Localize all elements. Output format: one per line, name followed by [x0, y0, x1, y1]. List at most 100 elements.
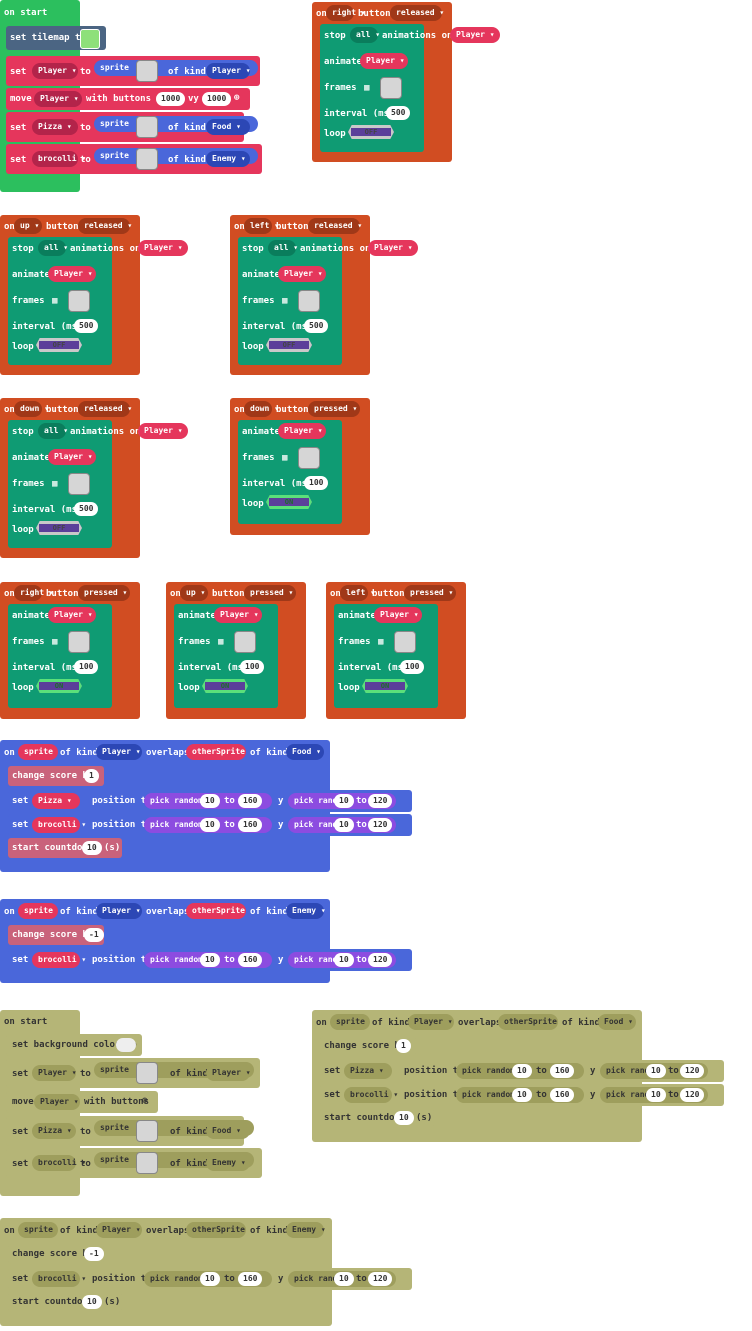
variable-dropdown[interactable]: Pizza ▾ [344, 1063, 392, 1079]
state-dropdown[interactable]: released ▾ [308, 218, 362, 234]
kind-dropdown[interactable]: Player ▾ [206, 1065, 251, 1081]
loop-toggle[interactable]: OFF [36, 338, 82, 352]
max-y[interactable]: 120 [368, 818, 393, 832]
frames-sprite[interactable] [298, 290, 320, 312]
max-y[interactable]: 120 [680, 1064, 705, 1078]
button-dropdown[interactable]: up ▾ [14, 218, 42, 234]
variable-dropdown[interactable]: brocolli ▾ [32, 1271, 86, 1287]
max-y[interactable]: 120 [368, 1272, 393, 1286]
set-background-block[interactable] [6, 1034, 142, 1056]
frames-sprite[interactable] [234, 631, 256, 653]
add-icon[interactable]: ⊕ [234, 93, 240, 103]
frames-sprite[interactable] [68, 631, 90, 653]
all-dropdown[interactable]: all ▾ [350, 27, 380, 43]
state-dropdown[interactable]: released ▾ [78, 218, 132, 234]
variable-dropdown[interactable]: Pizza ▾ [32, 1123, 76, 1139]
all-dropdown[interactable]: all ▾ [38, 423, 68, 439]
other-kind-dropdown[interactable]: Enemy ▾ [286, 903, 326, 919]
player-dropdown[interactable]: Player ▾ [278, 266, 326, 282]
player-dropdown[interactable]: Player ▾ [48, 607, 96, 623]
other-sprite-param[interactable]: otherSprite [186, 1222, 246, 1238]
sprite-image[interactable] [136, 1120, 158, 1142]
interval-value[interactable]: 100 [74, 660, 99, 674]
max-y[interactable]: 120 [680, 1088, 705, 1102]
interval-value[interactable]: 500 [74, 319, 99, 333]
min-x[interactable]: 10 [200, 818, 220, 832]
kind-dropdown[interactable]: Food ▾ [206, 119, 250, 135]
variable-dropdown[interactable]: brocolli ▾ [32, 1155, 86, 1171]
kind-dropdown[interactable]: Player ▾ [408, 1014, 454, 1030]
other-sprite-param[interactable]: otherSprite [186, 903, 246, 919]
sprite-image[interactable] [136, 1062, 158, 1084]
change-score-block[interactable] [8, 766, 104, 786]
frames-sprite[interactable] [380, 77, 402, 99]
other-kind-dropdown[interactable]: Enemy ▾ [286, 1222, 326, 1238]
min-y[interactable]: 10 [646, 1064, 666, 1078]
max-x[interactable]: 160 [238, 818, 263, 832]
player-dropdown[interactable]: Player ▾ [34, 1094, 80, 1110]
sprite-image[interactable] [136, 1152, 158, 1174]
button-dropdown[interactable]: down ▾ [244, 401, 279, 417]
player-dropdown[interactable]: Player ▾ [214, 607, 262, 623]
max-y[interactable]: 120 [368, 953, 393, 967]
player-dropdown[interactable]: Player ▾ [138, 423, 188, 439]
button-dropdown[interactable]: down ▾ [14, 401, 49, 417]
sprite-image[interactable] [136, 148, 158, 170]
min-x[interactable]: 10 [512, 1064, 532, 1078]
variable-dropdown[interactable]: Pizza ▾ [32, 793, 80, 809]
other-kind-dropdown[interactable]: Food ▾ [598, 1014, 636, 1030]
variable-dropdown[interactable]: brocolli ▾ [32, 817, 86, 833]
frames-sprite[interactable] [68, 473, 90, 495]
frames-sprite[interactable] [298, 447, 320, 469]
interval-value[interactable]: 500 [386, 106, 411, 120]
change-score-block[interactable] [320, 1036, 416, 1056]
player-dropdown[interactable]: Player ▾ [374, 607, 422, 623]
min-x[interactable]: 10 [200, 953, 220, 967]
other-sprite-param[interactable]: otherSprite [498, 1014, 558, 1030]
state-dropdown[interactable]: pressed ▾ [404, 585, 456, 601]
min-y[interactable]: 10 [334, 953, 354, 967]
vx-value[interactable]: 1000 [156, 92, 186, 106]
max-x[interactable]: 160 [550, 1088, 575, 1102]
other-sprite-param[interactable]: otherSprite [186, 744, 246, 760]
sprite-image[interactable] [136, 116, 158, 138]
variable-dropdown[interactable]: brocolli ▾ [32, 952, 86, 968]
kind-dropdown[interactable]: Player ▾ [96, 903, 142, 919]
state-dropdown[interactable]: released ▾ [390, 5, 444, 21]
loop-toggle[interactable]: OFF [36, 521, 82, 535]
interval-value[interactable]: 500 [304, 319, 329, 333]
loop-toggle[interactable]: ON [362, 679, 408, 693]
player-dropdown[interactable]: Player ▾ [48, 449, 96, 465]
player-dropdown[interactable]: Player ▾ [368, 240, 418, 256]
min-x[interactable]: 10 [200, 794, 220, 808]
color-swatch[interactable] [116, 1038, 136, 1052]
min-x[interactable]: 10 [200, 1272, 220, 1286]
player-dropdown[interactable]: Player ▾ [48, 266, 96, 282]
button-dropdown[interactable]: right ▾ [326, 5, 366, 21]
player-dropdown[interactable]: Player ▾ [34, 91, 82, 107]
kind-dropdown[interactable]: Player ▾ [206, 63, 251, 79]
loop-toggle[interactable]: ON [202, 679, 248, 693]
variable-dropdown[interactable]: Player ▾ [32, 1065, 77, 1081]
state-dropdown[interactable]: released ▾ [78, 401, 132, 417]
button-dropdown[interactable]: left ▾ [340, 585, 375, 601]
other-kind-dropdown[interactable]: Food ▾ [286, 744, 324, 760]
add-icon[interactable]: ⊕ [142, 1096, 148, 1106]
min-y[interactable]: 10 [334, 1272, 354, 1286]
countdown-value[interactable]: 10 [82, 841, 102, 855]
score-value[interactable]: -1 [84, 1247, 104, 1261]
min-x[interactable]: 10 [512, 1088, 532, 1102]
player-dropdown[interactable]: Player ▾ [450, 27, 500, 43]
state-dropdown[interactable]: pressed ▾ [78, 585, 130, 601]
loop-toggle[interactable]: ON [36, 679, 82, 693]
max-x[interactable]: 160 [238, 1272, 263, 1286]
countdown-value[interactable]: 10 [394, 1111, 414, 1125]
kind-dropdown[interactable]: Enemy ▾ [206, 151, 250, 167]
all-dropdown[interactable]: all ▾ [38, 240, 68, 256]
interval-value[interactable]: 100 [400, 660, 425, 674]
min-y[interactable]: 10 [334, 818, 354, 832]
button-dropdown[interactable]: left ▾ [244, 218, 279, 234]
variable-dropdown[interactable]: brocolli ▾ [32, 151, 86, 167]
score-value[interactable]: 1 [396, 1039, 411, 1053]
tilemap-swatch[interactable] [80, 29, 100, 49]
